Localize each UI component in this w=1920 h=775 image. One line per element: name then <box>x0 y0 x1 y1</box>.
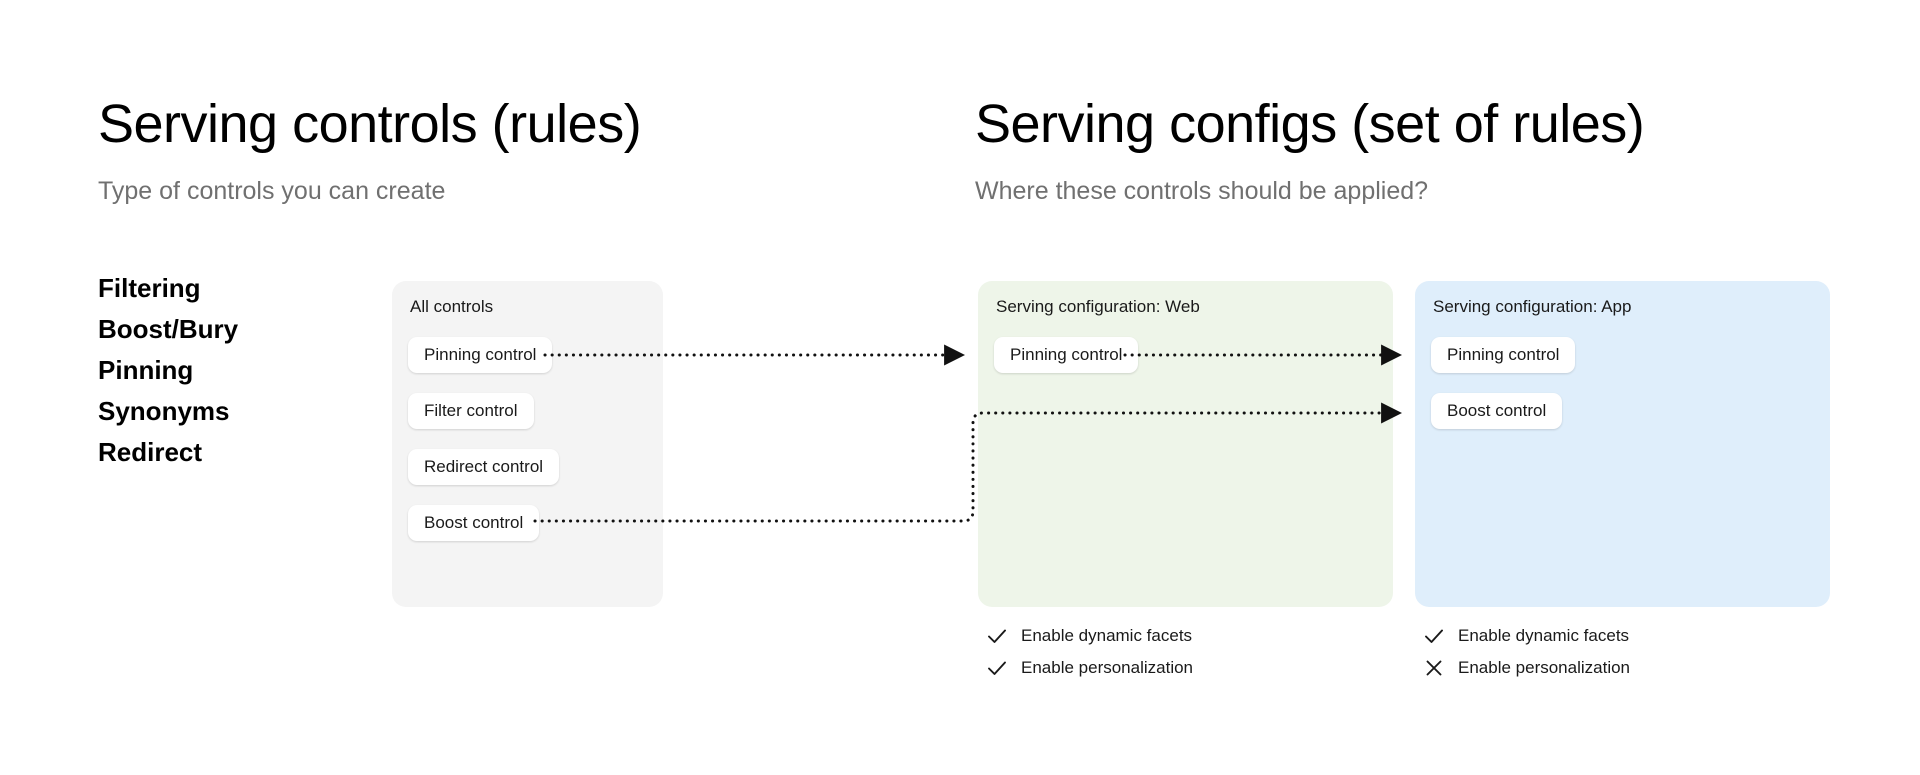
x-icon <box>1426 660 1442 676</box>
chip-boost-control[interactable]: Boost control <box>408 505 540 541</box>
control-type-item: Redirect <box>98 437 203 467</box>
left-column-title: Serving controls (rules) <box>98 94 642 154</box>
check-icon <box>988 629 1006 643</box>
control-type-list: Filtering Boost/Bury Pinning Synonyms Re… <box>98 268 358 473</box>
left-column-subtitle: Type of controls you can create <box>98 177 446 205</box>
serving-config-web-panel: Serving configuration: Web Pinning contr… <box>978 281 1393 607</box>
right-column-title: Serving configs (set of rules) <box>975 94 1645 154</box>
chip-pinning-control[interactable]: Pinning control <box>408 337 553 373</box>
web-config-flags: Enable dynamic facets Enable personaliza… <box>985 620 1193 684</box>
check-icon <box>1425 629 1443 643</box>
flag-row: Enable dynamic facets <box>1422 620 1630 652</box>
right-column-subtitle: Where these controls should be applied? <box>975 177 1429 205</box>
chip-web-pinning-control[interactable]: Pinning control <box>994 337 1139 373</box>
flag-label: Enable dynamic facets <box>1021 626 1193 645</box>
flag-label: Enable personalization <box>1458 658 1631 677</box>
serving-config-app-title: Serving configuration: App <box>1433 297 1632 316</box>
chip-filter-control[interactable]: Filter control <box>408 393 534 429</box>
control-type-item: Filtering <box>98 273 201 303</box>
chip-app-pinning-control[interactable]: Pinning control <box>1431 337 1576 373</box>
control-type-item: Pinning <box>98 355 194 385</box>
all-controls-panel: All controls Pinning control Filter cont… <box>392 281 663 607</box>
control-type-item: Synonyms <box>98 396 230 426</box>
serving-config-app-panel: Serving configuration: App Pinning contr… <box>1415 281 1830 607</box>
flag-row: Enable dynamic facets <box>985 620 1193 652</box>
serving-config-web-title: Serving configuration: Web <box>996 297 1200 316</box>
flag-label: Enable dynamic facets <box>1458 626 1630 645</box>
chip-redirect-control[interactable]: Redirect control <box>408 449 560 485</box>
flag-label: Enable personalization <box>1021 658 1194 677</box>
control-type-item: Boost/Bury <box>98 314 239 344</box>
chip-app-boost-control[interactable]: Boost control <box>1431 393 1563 429</box>
flag-row: Enable personalization <box>1422 652 1630 684</box>
check-icon <box>988 661 1006 675</box>
app-config-flags: Enable dynamic facets Enable personaliza… <box>1422 620 1630 684</box>
all-controls-panel-title: All controls <box>410 297 494 316</box>
flag-row: Enable personalization <box>985 652 1193 684</box>
